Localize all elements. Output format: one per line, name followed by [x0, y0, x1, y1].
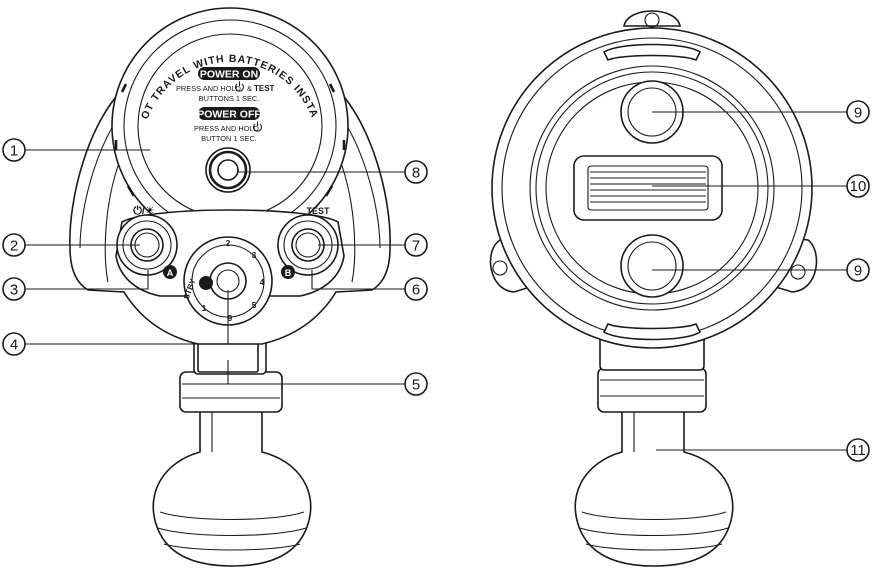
dial-mark-4: 4 [260, 278, 265, 287]
dial-mark-2: 2 [226, 239, 231, 248]
badge-a-icon [163, 265, 177, 279]
badge-b-icon [281, 265, 295, 279]
lens-view [489, 10, 818, 567]
power-instructions: POWER ON PRESS AND HOLD & TEST BUTTONS 1… [176, 67, 275, 143]
bottom-clip [602, 322, 702, 341]
power-on-amp: & [247, 84, 252, 93]
ball-mount-rear [574, 409, 734, 567]
power-on-title: POWER ON [200, 69, 258, 81]
power-icon [234, 81, 245, 92]
power-off-line2: BUTTON 1 SEC. [201, 134, 257, 143]
rear-indicator [205, 147, 251, 193]
front-view: DO NOT TRAVEL WITH BATTERIES INSTALLED P… [0, 0, 391, 567]
callout-2: 2 [10, 238, 18, 255]
callout-9-top: 9 [854, 105, 862, 122]
ball-mount-front [152, 409, 312, 567]
led-window-bottom [620, 234, 684, 298]
test-button[interactable] [277, 214, 339, 276]
callout-4: 4 [10, 337, 18, 354]
callout-6: 6 [412, 282, 420, 299]
front-callouts: 1 2 3 4 5 6 7 8 [2, 138, 428, 396]
top-clip [602, 43, 702, 62]
dial-mark-1: 1 [202, 304, 207, 313]
callout-9-bottom: 9 [854, 263, 862, 280]
callout-10: 10 [850, 178, 867, 195]
callout-7: 7 [412, 238, 420, 255]
rear-callouts: 9 10 9 11 [652, 100, 870, 462]
dial-mark-3: 3 [252, 251, 257, 260]
power-on-line2: BUTTONS 1 SEC. [199, 94, 260, 103]
badge-a: A [167, 268, 174, 278]
mode-dial[interactable]: 2 3 4 5 9 1 STBY [182, 236, 273, 326]
power-on-line1-pre: PRESS AND HOLD [176, 84, 241, 93]
callout-1: 1 [10, 143, 18, 160]
dial-mark-5: 5 [252, 301, 257, 310]
power-light-button[interactable] [116, 214, 178, 276]
power-off-line1: PRESS AND HOLD [194, 124, 259, 133]
callout-3: 3 [10, 282, 18, 299]
power-off-title: POWER OFF [197, 109, 261, 121]
test-label: TEST [306, 206, 330, 216]
power-on-test: TEST [254, 84, 275, 93]
flash-window [573, 155, 723, 221]
dial-indicator [199, 276, 213, 290]
callout-8: 8 [412, 165, 420, 182]
power-light-label: ⏻/☀ [133, 204, 155, 217]
callout-11: 11 [850, 442, 866, 459]
power-icon [252, 121, 263, 132]
callout-5: 5 [412, 377, 420, 394]
stem-collar [179, 337, 283, 413]
badge-b: B [285, 268, 292, 278]
dial-mark-9: 9 [228, 314, 233, 323]
